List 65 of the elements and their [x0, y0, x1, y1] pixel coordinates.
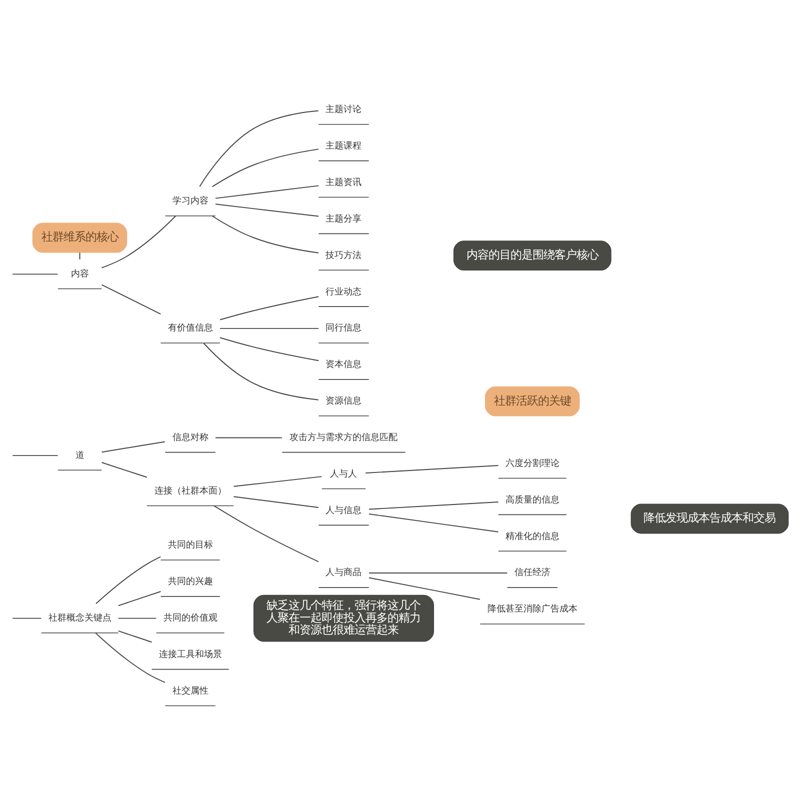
connector — [220, 296, 320, 320]
node-text: 精准化的信息 — [505, 531, 560, 542]
connector — [233, 476, 322, 486]
connector — [212, 148, 319, 187]
connector — [215, 436, 282, 438]
node-text: 连接（社群本面） — [154, 486, 226, 496]
connector — [233, 496, 319, 508]
connector — [96, 556, 162, 604]
node-text: 人与人 — [330, 468, 358, 479]
connector — [199, 110, 319, 186]
connector — [101, 462, 148, 478]
connector — [118, 590, 162, 606]
node-text: 行业动态 — [326, 286, 362, 297]
node-text: 资源信息 — [326, 396, 362, 406]
node-text: 社群概念关键点 — [48, 613, 112, 624]
connector — [212, 214, 319, 253]
node-box: 社群活跃的关键 — [485, 386, 580, 416]
node-text: 六度分割理论 — [505, 458, 560, 468]
connector — [101, 284, 162, 314]
node-text: 学习内容 — [172, 196, 208, 206]
connector — [215, 184, 320, 198]
connector — [203, 342, 319, 400]
node-box: 降低发现成本告成本和交易 — [630, 503, 789, 534]
node-text: 人与商品 — [326, 568, 362, 578]
node-text: 信息对称 — [172, 432, 208, 443]
node-box: 内容的目的是围绕客户核心 — [453, 240, 612, 270]
connector — [101, 215, 176, 268]
node-text: 共同的兴趣 — [168, 576, 213, 587]
node-text: 高质量的信息 — [505, 494, 560, 505]
connector — [12, 273, 58, 274]
node-text: 社交属性 — [172, 686, 208, 696]
node-text: 同行信息 — [326, 323, 362, 334]
connector — [118, 630, 152, 642]
connector — [220, 336, 320, 361]
node-box: 缺乏这几个特征，强行将这几个人聚在一起即使投入再多的精力和资源也很难运营起来 — [253, 594, 434, 642]
node-text: 主题课程 — [326, 141, 362, 152]
node-text: 道 — [75, 450, 84, 460]
node-text: 人与信息 — [326, 505, 362, 516]
node-text: 共同的目标 — [168, 540, 213, 550]
connector — [95, 632, 166, 682]
node-text: 主题分享 — [326, 214, 362, 224]
connector — [368, 576, 480, 600]
node-box: 社群维系的核心 — [32, 222, 128, 252]
node-text: 主题资讯 — [326, 177, 362, 188]
node-text: 资本信息 — [326, 360, 362, 370]
connector — [368, 572, 508, 573]
connector — [12, 454, 58, 456]
node-text: 技巧方法 — [326, 250, 362, 260]
connector — [101, 440, 166, 452]
connector — [365, 464, 499, 473]
node-text: 主题讨论 — [326, 104, 362, 115]
node-text: 内容 — [70, 268, 89, 279]
node-text: 共同的价值观 — [163, 613, 218, 624]
connector — [214, 504, 319, 562]
connector — [368, 500, 499, 510]
connector — [368, 513, 499, 532]
connector — [215, 203, 320, 216]
node-text: 降低甚至消除广告成本 — [487, 604, 578, 614]
connector — [12, 617, 42, 618]
node-text: 有价值信息 — [168, 323, 213, 334]
node-text: 信任经济 — [514, 568, 550, 578]
node-text: 攻击方与需求方的信息匹配 — [290, 432, 398, 443]
node-text: 连接工具和场景 — [158, 650, 222, 660]
connector — [118, 617, 157, 618]
connector — [220, 327, 320, 328]
